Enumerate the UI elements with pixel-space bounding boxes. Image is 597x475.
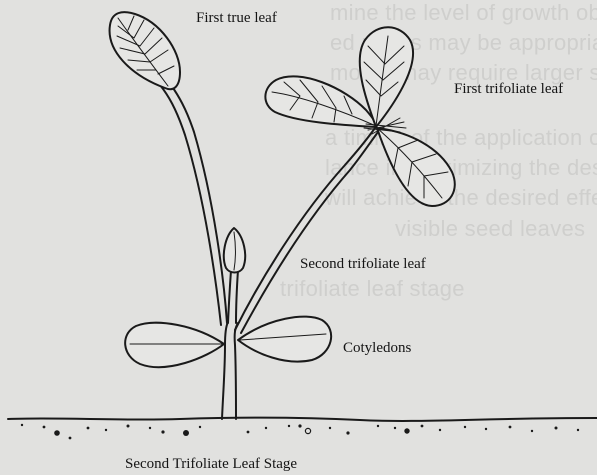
show-through-line: visible seed leaves <box>395 216 585 241</box>
label-first-true-leaf: First true leaf <box>196 10 277 26</box>
soil-line <box>8 418 597 440</box>
show-through-line: will achieve the desired effect from the… <box>324 185 597 210</box>
main-stem <box>222 322 238 419</box>
label-second-trifoliate-leaf: Second trifoliate leaf <box>300 256 426 272</box>
show-through-line: a timing of the application of an agroch… <box>325 125 597 150</box>
label-cotyledons: Cotyledons <box>343 340 411 356</box>
show-through-line: trifoliate leaf stage <box>280 276 465 301</box>
soil-particles <box>21 424 579 440</box>
show-through-line: mine the level of growth obtained at the… <box>330 0 597 25</box>
first-true-leaf-petiole <box>160 85 227 325</box>
first-true-leaf <box>110 12 180 89</box>
second-trifoliate-bud <box>224 228 245 323</box>
show-through-line: lance in maximizing the desired effect o… <box>325 155 597 180</box>
label-first-trifoliate-leaf: First trifoliate leaf <box>454 81 563 97</box>
figure-caption: Second Trifoliate Leaf Stage <box>125 456 297 472</box>
